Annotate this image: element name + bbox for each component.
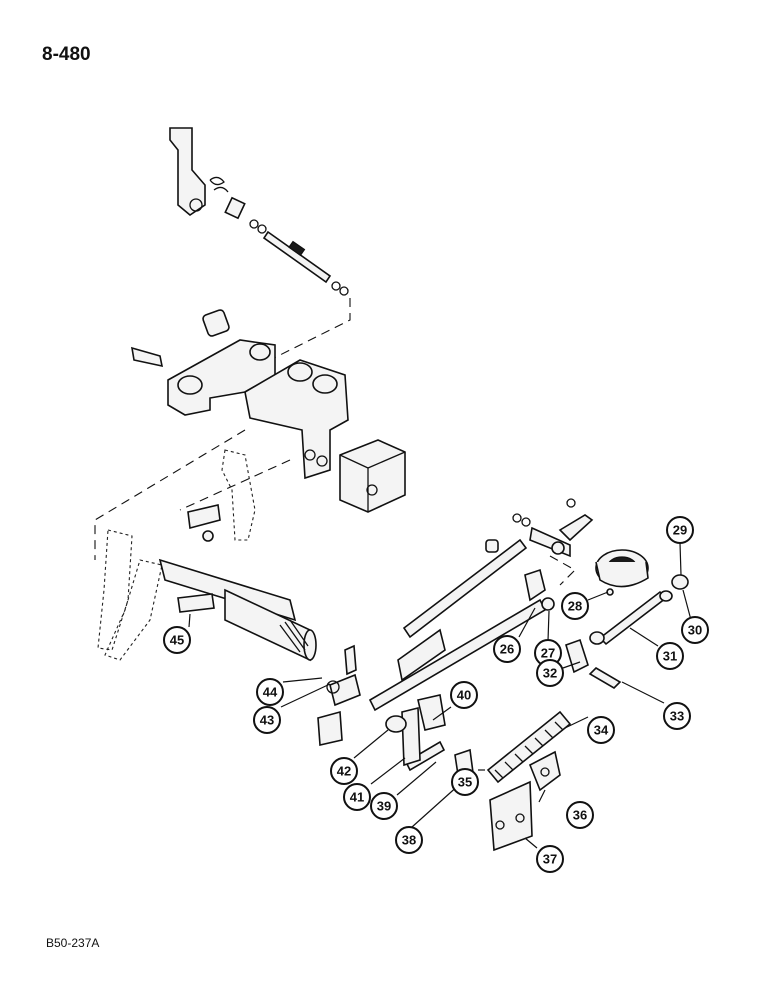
callout-32: 32 xyxy=(536,659,564,687)
svg-text:34: 34 xyxy=(594,723,609,738)
main-bracket xyxy=(131,309,406,513)
svg-text:38: 38 xyxy=(402,833,416,848)
svg-text:33: 33 xyxy=(670,709,684,724)
page-number: 8-480 xyxy=(42,44,91,65)
svg-text:27: 27 xyxy=(541,646,555,661)
callout-35: 35 xyxy=(451,768,479,796)
svg-text:37: 37 xyxy=(543,852,557,867)
svg-text:28: 28 xyxy=(568,599,582,614)
callout-31: 31 xyxy=(656,642,684,670)
svg-text:40: 40 xyxy=(457,688,471,703)
callout-42: 42 xyxy=(330,757,358,785)
callout-39: 39 xyxy=(370,792,398,820)
svg-text:32: 32 xyxy=(543,666,557,681)
callout-40: 40 xyxy=(450,681,478,709)
svg-text:44: 44 xyxy=(263,685,278,700)
callout-33: 33 xyxy=(663,702,691,730)
callout-41: 41 xyxy=(343,783,371,811)
left-lever-assembly xyxy=(97,449,317,662)
callout-28: 28 xyxy=(561,592,589,620)
callout-30: 30 xyxy=(681,616,709,644)
callout-26: 26 xyxy=(493,635,521,663)
leader-lines xyxy=(188,542,692,849)
upper-shaft-assembly xyxy=(169,127,349,296)
svg-text:45: 45 xyxy=(170,633,184,648)
svg-text:35: 35 xyxy=(458,775,472,790)
callout-38: 38 xyxy=(395,826,423,854)
svg-text:39: 39 xyxy=(377,799,391,814)
callout-29: 29 xyxy=(666,516,694,544)
svg-text:36: 36 xyxy=(573,808,587,823)
svg-text:43: 43 xyxy=(260,713,274,728)
callout-44: 44 xyxy=(256,678,284,706)
svg-text:42: 42 xyxy=(337,764,351,779)
svg-text:29: 29 xyxy=(673,523,687,538)
callout-45: 45 xyxy=(163,626,191,654)
figure-code: B50-237A xyxy=(46,936,100,950)
svg-text:31: 31 xyxy=(663,649,677,664)
callout-43: 43 xyxy=(253,706,281,734)
right-rod-assembly xyxy=(317,498,689,852)
svg-text:26: 26 xyxy=(500,642,514,657)
callout-34: 34 xyxy=(587,716,615,744)
svg-text:30: 30 xyxy=(688,623,702,638)
callout-36: 36 xyxy=(566,801,594,829)
callout-27: 27 xyxy=(534,639,562,667)
callout-37: 37 xyxy=(536,845,564,873)
svg-text:41: 41 xyxy=(350,790,364,805)
